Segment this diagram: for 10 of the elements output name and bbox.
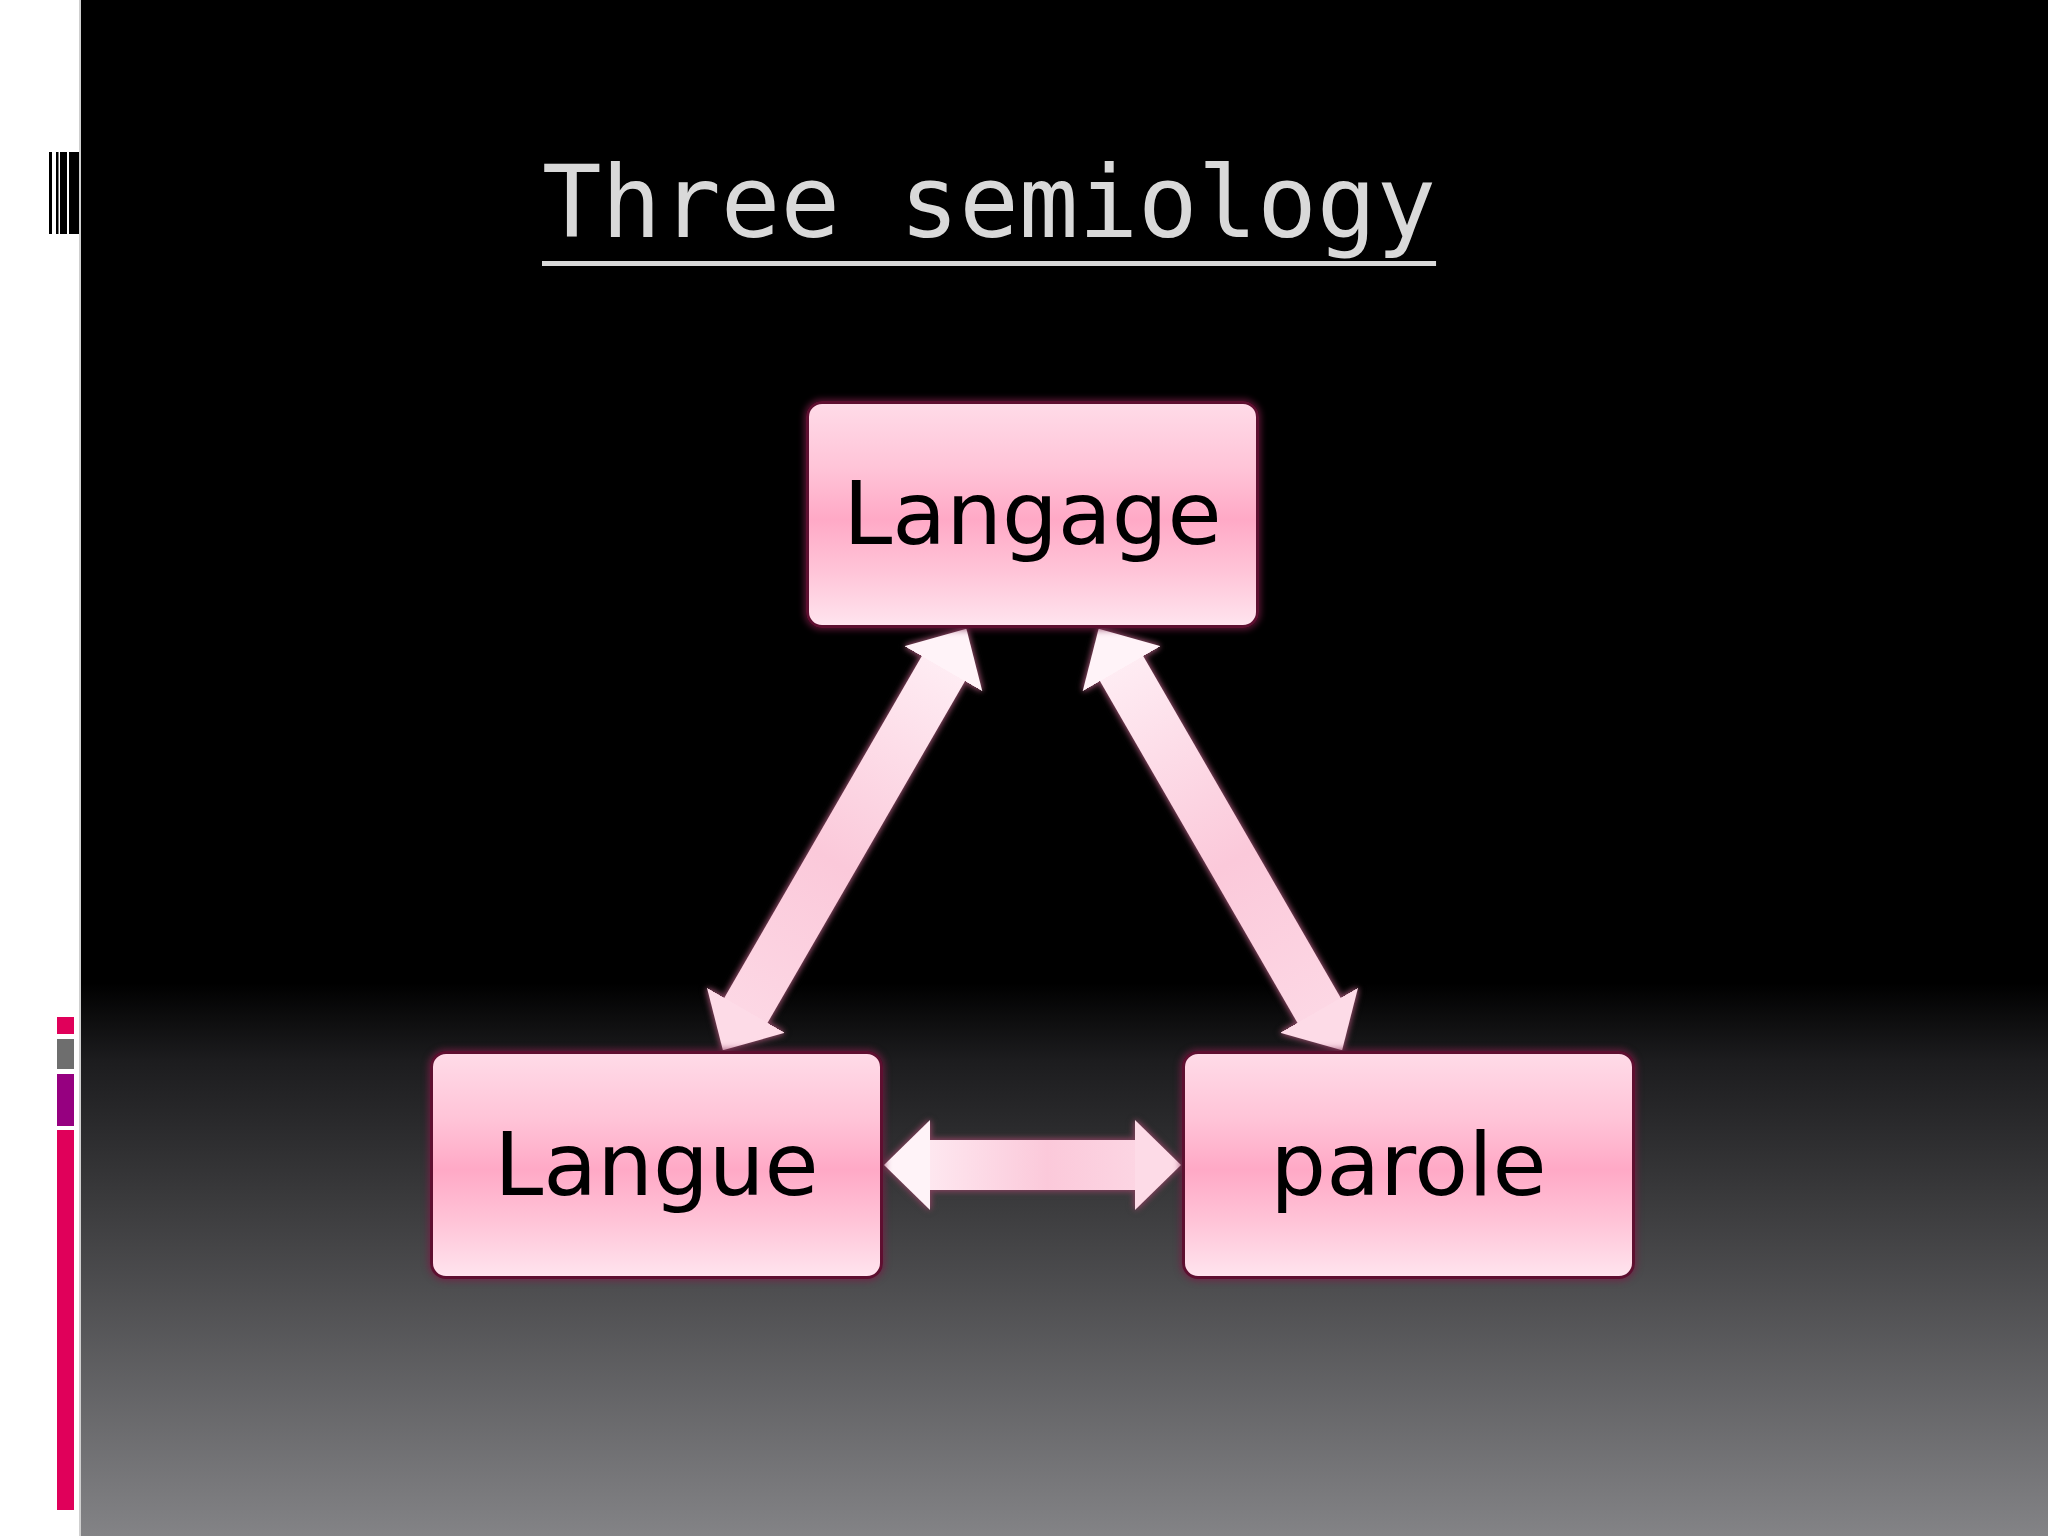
box-label: Langage <box>843 466 1222 563</box>
double-arrow <box>884 1120 1181 1210</box>
double-arrow <box>706 628 983 1051</box>
concept-box <box>1182 1051 1635 1279</box>
box-label: parole <box>1270 1116 1547 1214</box>
concept-box <box>430 1051 883 1279</box>
box-label: Langue <box>494 1116 819 1214</box>
concept-box <box>806 401 1259 628</box>
slide-title: Three semiology <box>542 146 1437 262</box>
double-arrow <box>1082 628 1359 1051</box>
